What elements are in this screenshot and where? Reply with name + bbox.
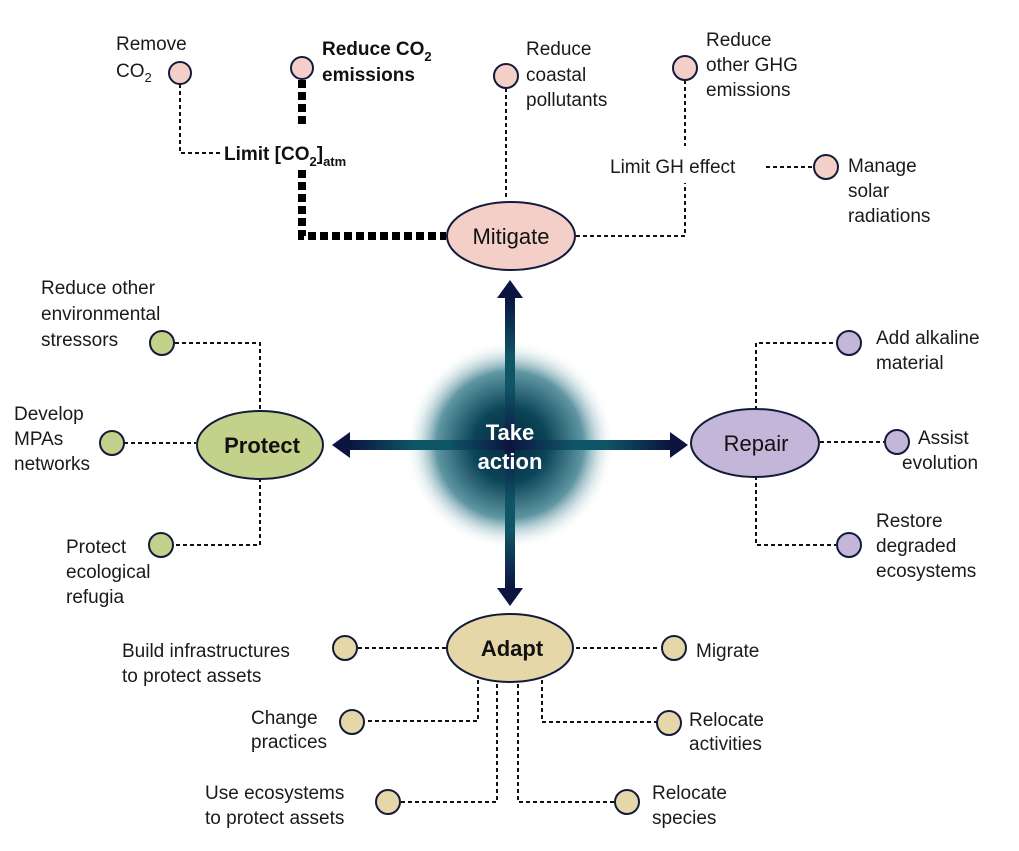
action-develop-mpas-networks[interactable]: Develop MPAs networks [14, 404, 125, 475]
repair-connectors [755, 342, 884, 546]
arrow-shaft-left [350, 440, 510, 450]
connector-use-ecosystems [401, 684, 498, 803]
action-reduce-other-stressors[interactable]: Reduce other environmental stressors [41, 278, 175, 356]
connector-limit-co2-to-mitigate [298, 170, 446, 240]
action-label: Assist evolution [902, 428, 978, 474]
action-manage-solar-radiations[interactable]: Manage solar radiations [813, 154, 930, 227]
center-label-line1: Take [486, 420, 535, 445]
action-label: Develop MPAs networks [14, 404, 90, 475]
hub-repair-label: Repair [724, 431, 789, 456]
action-build-infrastructures[interactable]: Build infrastructures to protect assets [122, 635, 358, 687]
action-add-alkaline-material[interactable]: Add alkaline material [836, 328, 985, 374]
hub-adapt-shape [446, 613, 574, 683]
action-label: Reduce other GHG emissions [706, 30, 803, 101]
arrow-head-right [670, 432, 688, 458]
action-label: Remove CO2 [116, 34, 192, 85]
arrow-shaft-down [505, 445, 515, 588]
arrow-head-left [332, 432, 350, 458]
action-reduce-other-ghg[interactable]: Reduce other GHG emissions [672, 30, 803, 101]
action-node-circle [290, 56, 314, 80]
action-label: Reduce CO2 emissions [322, 39, 437, 86]
action-node-circle [332, 635, 358, 661]
action-label: Build infrastructures to protect assets [122, 641, 295, 687]
arrow-head-down [497, 588, 523, 606]
arrow-shaft-up [505, 298, 515, 445]
hub-protect[interactable]: Protect [196, 410, 324, 480]
action-node-circle [661, 635, 687, 661]
action-use-ecosystems[interactable]: Use ecosystems to protect assets [205, 783, 401, 829]
action-label: Relocate activities [689, 710, 769, 755]
limit-co2-label: Limit [CO2]atm [224, 144, 346, 169]
action-label: Change practices [251, 708, 327, 753]
hub-mitigate-label: Mitigate [472, 224, 549, 249]
action-node-circle [672, 55, 698, 81]
action-change-practices[interactable]: Change practices [251, 708, 365, 753]
adapt-connectors [358, 647, 660, 803]
action-node-circle [884, 429, 910, 455]
action-label: Add alkaline material [876, 328, 985, 374]
action-protect-ecological-refugia[interactable]: Protect ecological refugia [66, 532, 174, 608]
connector-change-practices [368, 680, 479, 722]
action-node-circle [339, 709, 365, 735]
mitigate-connectors [179, 80, 813, 240]
action-node-circle [99, 430, 125, 456]
hub-protect-label: Protect [224, 433, 300, 458]
connector-relocate-activities [541, 680, 657, 723]
protect-connectors [124, 342, 261, 546]
action-label: Restore degraded ecosystems [876, 511, 976, 582]
action-label: Protect ecological refugia [66, 537, 156, 608]
action-node-circle [149, 330, 175, 356]
arrow-head-up [497, 280, 523, 298]
action-label: Use ecosystems to protect assets [205, 783, 350, 829]
hub-adapt-label: Adapt [481, 636, 544, 661]
hub-adapt[interactable]: Adapt [446, 613, 574, 683]
action-remove-co2[interactable]: Remove CO2 [116, 34, 192, 85]
action-node-circle [493, 63, 519, 89]
action-node-circle [614, 789, 640, 815]
connector-reduce-stressors [175, 342, 261, 412]
hub-repair-shape [690, 408, 820, 478]
connector-restore-ecosystems [755, 476, 836, 546]
center-label-line2: action [478, 449, 543, 474]
action-label: Migrate [696, 641, 759, 662]
action-relocate-activities[interactable]: Relocate activities [656, 710, 769, 755]
limit-gh-label: Limit GH effect [610, 157, 736, 178]
connector-remove-co2 [179, 84, 222, 154]
action-restore-degraded-ecosystems[interactable]: Restore degraded ecosystems [836, 511, 976, 582]
action-node-circle [813, 154, 839, 180]
connector-mitigate-to-gh [576, 183, 686, 237]
arrows [332, 280, 688, 606]
hub-mitigate-shape [446, 201, 576, 271]
connector-add-alkaline [755, 342, 836, 410]
action-relocate-species[interactable]: Relocate species [614, 783, 732, 829]
action-reduce-co2-emissions[interactable]: Reduce CO2 emissions [290, 39, 437, 86]
action-assist-evolution[interactable]: Assist evolution [884, 428, 978, 474]
action-label: Manage solar radiations [848, 156, 930, 227]
action-migrate[interactable]: Migrate [661, 635, 759, 662]
action-node-circle [168, 61, 192, 85]
action-label: Reduce coastal pollutants [526, 39, 607, 111]
action-node-circle [836, 330, 862, 356]
hub-repair[interactable]: Repair [690, 408, 820, 478]
connector-relocate-species [517, 684, 615, 803]
connector-protect-refugia [175, 478, 261, 546]
action-label: Relocate species [652, 783, 732, 829]
hub-mitigate[interactable]: Mitigate [446, 201, 576, 271]
action-node-circle [148, 532, 174, 558]
hub-protect-shape [196, 410, 324, 480]
arrow-shaft-right [510, 440, 670, 450]
action-node-circle [375, 789, 401, 815]
action-node-circle [656, 710, 682, 736]
action-node-circle [836, 532, 862, 558]
action-label: Reduce other environmental stressors [41, 278, 166, 351]
action-reduce-coastal-pollutants[interactable]: Reduce coastal pollutants [493, 39, 607, 111]
